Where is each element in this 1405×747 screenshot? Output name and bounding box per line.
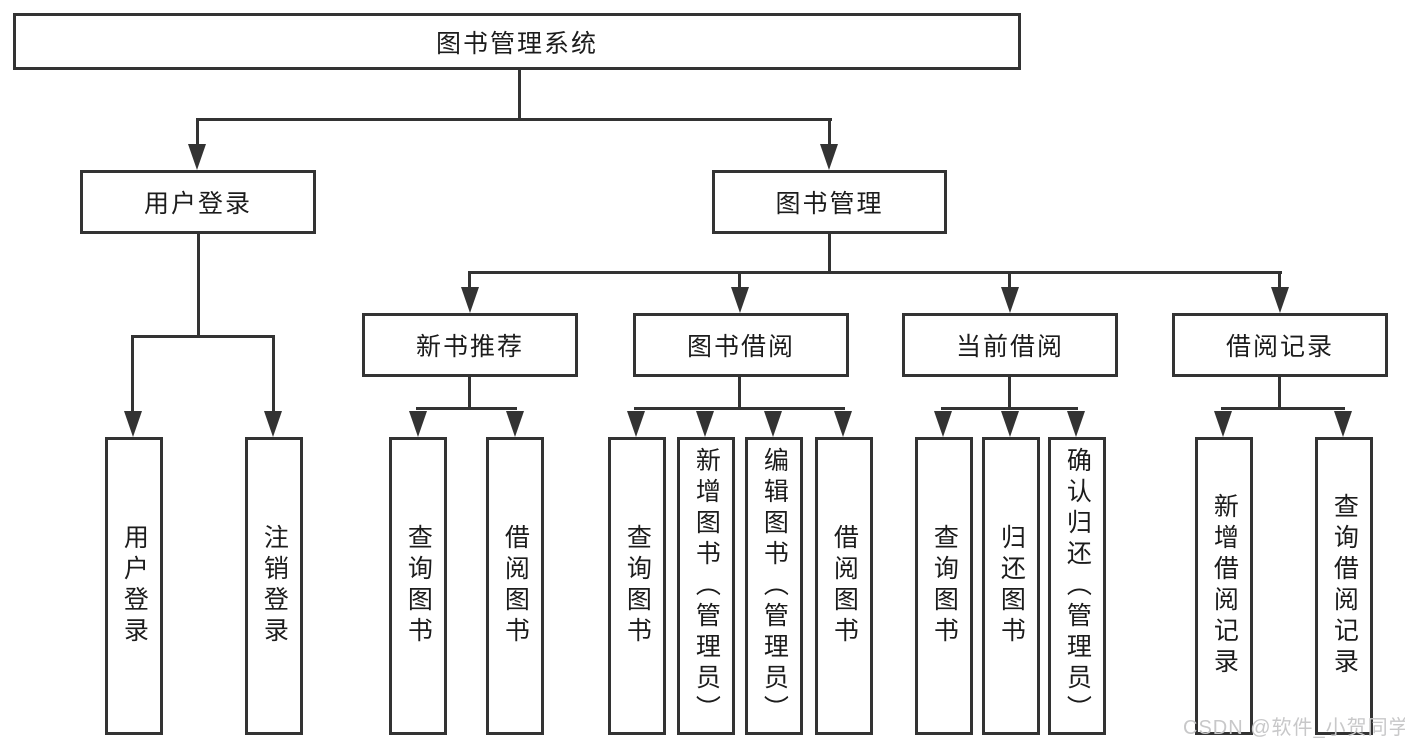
csdn-watermark: CSDN @软件_小贺同学 [1183, 717, 1405, 739]
arrow-to-leaf-br-add [1214, 411, 1232, 437]
connector-bookmgmt-drop-4 [1278, 271, 1281, 289]
leaf-br-query-record-label: 查询借阅记录 [1330, 493, 1359, 679]
leaf-logout-label: 注销登录 [260, 524, 289, 648]
node-current-borrow: 当前借阅 [902, 313, 1118, 377]
leaf-cb-query-books: 查询图书 [915, 437, 973, 735]
leaf-cb-query-books-label: 查询图书 [930, 524, 959, 648]
leaf-bb-query-books-label: 查询图书 [623, 524, 652, 648]
leaf-bb-borrow-books: 借阅图书 [815, 437, 873, 735]
node-borrow-record-label: 借阅记录 [1225, 333, 1334, 361]
leaf-nb-query-books: 查询图书 [389, 437, 447, 735]
connector-currentborrow-stem [1008, 377, 1011, 409]
leaf-nb-query-books-label: 查询图书 [404, 524, 433, 648]
connector-bookmgmt-drop-3 [1008, 271, 1011, 289]
node-new-rec-label: 新书推荐 [415, 333, 524, 361]
arrow-to-user-login [188, 144, 206, 170]
connector-bookmgmt-stem [828, 233, 831, 273]
node-book-borrow: 图书借阅 [633, 313, 849, 377]
leaf-bb-add-books-admin-label: 新增图书（管理员） [692, 446, 721, 726]
leaf-user-login: 用户登录 [105, 437, 163, 735]
node-user-login-label: 用户登录 [143, 190, 252, 218]
leaf-bb-edit-books-admin-label: 编辑图书（管理员） [760, 446, 789, 726]
connector-borrowrecord-stem [1278, 377, 1281, 409]
leaf-bb-add-books-admin: 新增图书（管理员） [677, 437, 735, 735]
connector-bookmgmt-drop-2 [738, 271, 741, 289]
arrow-to-leaf-cb-confirm [1067, 411, 1085, 437]
connector-userlogin-drop-2 [272, 335, 275, 413]
leaf-cb-confirm-return-admin-label: 确认归还（管理员） [1063, 446, 1092, 726]
leaf-br-add-record: 新增借阅记录 [1195, 437, 1253, 735]
leaf-br-add-record-label: 新增借阅记录 [1210, 493, 1239, 679]
connector-root-branch [196, 118, 832, 121]
arrow-to-leaf-cb-query [934, 411, 952, 437]
connector-newrec-stem [468, 377, 471, 409]
arrow-to-book-mgmt [820, 144, 838, 170]
node-current-borrow-label: 当前借阅 [955, 333, 1064, 361]
arrow-to-new-rec [461, 287, 479, 313]
node-user-login: 用户登录 [80, 170, 316, 234]
leaf-nb-borrow-books: 借阅图书 [486, 437, 544, 735]
leaf-logout: 注销登录 [245, 437, 303, 735]
node-new-rec: 新书推荐 [362, 313, 578, 377]
node-root: 图书管理系统 [13, 13, 1021, 70]
leaf-cb-return-books-label: 归还图书 [997, 524, 1026, 648]
connector-borrowrecord-branch [1221, 407, 1345, 410]
connector-root-drop-right [828, 118, 831, 148]
arrow-to-leaf-nb-query [409, 411, 427, 437]
arrow-to-leaf-bb-borrow [834, 411, 852, 437]
leaf-cb-return-books: 归还图书 [982, 437, 1040, 735]
connector-userlogin-branch [131, 335, 275, 338]
arrow-to-leaf-logout [264, 411, 282, 437]
connector-root-drop-left [196, 118, 199, 148]
connector-newrec-branch [416, 407, 517, 410]
connector-root-stem [518, 70, 521, 118]
arrow-to-leaf-cb-return [1001, 411, 1019, 437]
arrow-to-leaf-br-query [1334, 411, 1352, 437]
connector-userlogin-stem [197, 233, 200, 337]
node-book-mgmt-label: 图书管理 [775, 190, 884, 218]
leaf-bb-borrow-books-label: 借阅图书 [830, 524, 859, 648]
node-root-label: 图书管理系统 [435, 29, 598, 58]
connector-currentborrow-branch [941, 407, 1078, 410]
node-book-borrow-label: 图书借阅 [686, 333, 795, 361]
connector-userlogin-drop-1 [131, 335, 134, 413]
arrow-to-current-borrow [1001, 287, 1019, 313]
arrow-to-leaf-bb-query [627, 411, 645, 437]
arrow-to-leaf-bb-add [696, 411, 714, 437]
leaf-user-login-label: 用户登录 [120, 524, 149, 648]
arrow-to-leaf-login [124, 411, 142, 437]
connector-bookmgmt-branch [468, 271, 1282, 274]
arrow-to-leaf-bb-edit [764, 411, 782, 437]
arrow-to-borrow-record [1271, 287, 1289, 313]
connector-bookborrow-stem [738, 377, 741, 409]
leaf-bb-edit-books-admin: 编辑图书（管理员） [745, 437, 803, 735]
leaf-nb-borrow-books-label: 借阅图书 [501, 524, 530, 648]
connector-bookborrow-branch [634, 407, 845, 410]
leaf-bb-query-books: 查询图书 [608, 437, 666, 735]
leaf-br-query-record: 查询借阅记录 [1315, 437, 1373, 735]
arrow-to-book-borrow [731, 287, 749, 313]
leaf-cb-confirm-return-admin: 确认归还（管理员） [1048, 437, 1106, 735]
node-book-mgmt: 图书管理 [712, 170, 947, 234]
arrow-to-leaf-nb-borrow [506, 411, 524, 437]
connector-bookmgmt-drop-1 [468, 271, 471, 289]
node-borrow-record: 借阅记录 [1172, 313, 1388, 377]
